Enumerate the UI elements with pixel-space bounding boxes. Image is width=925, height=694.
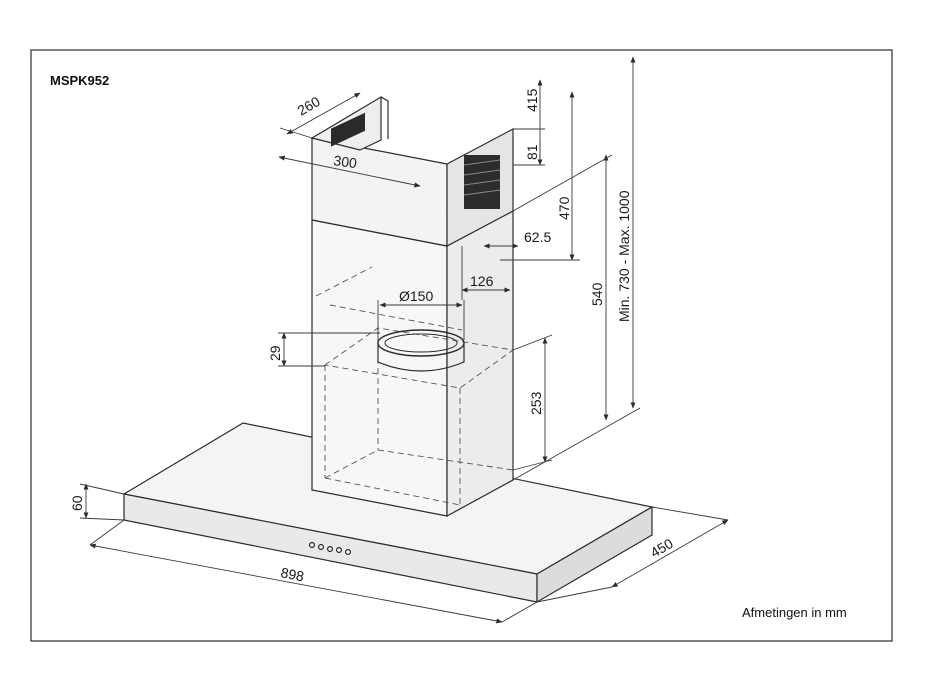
control-button [309, 541, 316, 548]
model-label: MSPK952 [50, 73, 109, 88]
control-button [336, 546, 343, 553]
control-button [327, 545, 334, 552]
dim-898: 898 [279, 564, 305, 584]
control-button [318, 543, 325, 550]
duct-collar-inner [384, 333, 458, 353]
control-button [345, 548, 352, 555]
vent-grille-side [463, 155, 501, 209]
dim-540: 540 [589, 282, 605, 306]
dim-29: 29 [267, 345, 283, 361]
dim-126: 126 [470, 273, 494, 289]
dimension-lines [79, 56, 729, 624]
dim-625: 62.5 [524, 229, 551, 245]
dim-60: 60 [69, 495, 85, 511]
lower-chimney-front [311, 219, 448, 517]
dim-min-max: Min. 730 - Max. 1000 [616, 190, 632, 322]
dim-470: 470 [556, 196, 572, 220]
lower-chimney-side [446, 210, 514, 518]
dim-253: 253 [528, 391, 544, 415]
dim-chimney-depth: 260 [295, 93, 323, 119]
dim-450: 450 [648, 535, 676, 561]
units-note: Afmetingen in mm [742, 605, 847, 620]
dimension-labels: 260 300 415 81 470 62.5 126 540 Min. 730… [69, 88, 676, 584]
duct-collar-body [377, 343, 465, 372]
dim-chimney-width: 300 [333, 152, 359, 171]
upper-chimney [310, 95, 514, 247]
lower-chimney [311, 210, 515, 518]
dim-81: 81 [524, 144, 540, 160]
drawing-frame [30, 49, 893, 642]
dim-duct-diameter: Ø150 [399, 288, 433, 304]
dim-415: 415 [524, 88, 540, 112]
